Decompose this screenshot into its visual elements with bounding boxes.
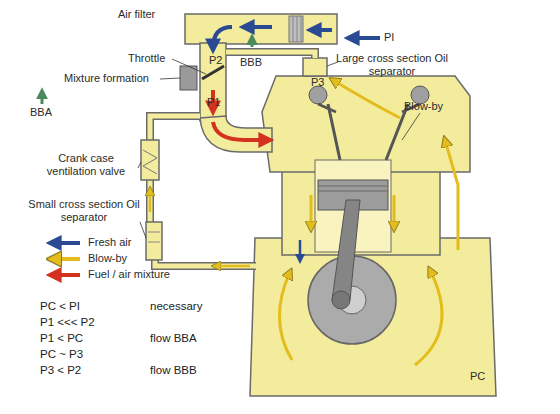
air-filter <box>301 16 302 42</box>
part-label: Blow-by <box>404 100 443 113</box>
fresh-air-arrows <box>350 36 380 40</box>
leader-lines <box>138 59 420 238</box>
small-oil-separator <box>146 222 162 260</box>
blow-by-arrows <box>150 80 458 365</box>
fresh-air-arrows <box>299 240 302 260</box>
blow-by-pipes <box>155 258 256 266</box>
part-label: Large cross section Oil separator <box>336 52 448 78</box>
pressure-condition: P1 <<< P2 <box>40 316 95 329</box>
leader-lines <box>402 113 420 140</box>
small-oil-separator <box>148 232 160 233</box>
blow-by-pipes <box>146 180 154 222</box>
air-filter <box>289 16 303 42</box>
part-label: BBA <box>30 106 52 119</box>
fresh-air-arrows <box>312 28 332 32</box>
intake-pipe <box>200 116 272 152</box>
cylinder <box>318 191 388 192</box>
throttle <box>180 66 197 90</box>
intake-pipe <box>200 43 272 152</box>
mixture-arrows <box>213 90 268 140</box>
blow-by-pipes <box>155 258 256 266</box>
engine-body <box>303 58 327 76</box>
pressure-condition: P3 < P2 <box>40 364 81 377</box>
valve-train <box>309 86 429 160</box>
legend-samples <box>52 243 80 275</box>
small-oil-separator <box>146 222 162 260</box>
ventilation-valve <box>143 150 157 174</box>
fresh-air-arrows <box>213 27 232 48</box>
flow-direction-arrows <box>251 38 254 47</box>
intake-pipe <box>200 43 226 121</box>
legend-samples <box>52 257 80 261</box>
ventilation-valve <box>141 140 159 180</box>
part-label: Mixture formation <box>64 72 149 85</box>
blow-by-pipes <box>150 116 200 140</box>
blow-by-arrows <box>149 190 152 212</box>
legend-text: Fresh air <box>88 236 131 249</box>
leader-lines <box>138 162 141 168</box>
part-label: PC <box>470 370 485 383</box>
part-label: Crank case ventilation valve <box>36 152 136 178</box>
part-label: BBB <box>240 56 262 69</box>
blow-by-pipes <box>226 52 315 58</box>
legend-text: Fuel / air mixture <box>88 268 170 281</box>
part-label: PI <box>384 31 394 44</box>
part-label: Throttle <box>128 52 165 65</box>
blow-by-arrows <box>415 270 442 365</box>
blow-by-arrows <box>393 195 396 228</box>
pressure-condition: PC ~ P3 <box>40 348 83 361</box>
blow-by-arrows <box>279 272 292 360</box>
flow-direction-arrows <box>42 38 252 104</box>
legend-samples <box>52 273 80 277</box>
throttle <box>180 66 224 90</box>
pressure-condition: flow BBB <box>150 364 197 377</box>
engine-body <box>250 238 496 396</box>
air-filter <box>293 16 294 42</box>
air-filter <box>297 16 298 42</box>
mixture-arrows <box>213 122 268 140</box>
leader-lines <box>160 78 180 79</box>
engine-body <box>250 58 496 396</box>
part-label: P3 <box>311 76 324 89</box>
flow-direction-arrows <box>41 92 44 104</box>
blow-by-pipes <box>148 180 153 222</box>
fresh-air-arrows <box>245 25 272 29</box>
air-filter <box>185 14 337 44</box>
blow-by-arrows <box>333 80 400 118</box>
legend-text: Blow-by <box>88 252 127 265</box>
part-label: P1 <box>207 96 220 109</box>
blow-by-pipes <box>226 52 315 58</box>
pressure-condition: PC < PI <box>40 300 80 313</box>
blow-by-pipes <box>150 116 200 140</box>
cylinder <box>318 186 388 187</box>
air-filter <box>185 14 337 44</box>
blow-by-arrows <box>310 195 313 228</box>
part-label: Small cross section Oil separator <box>28 198 140 224</box>
crank-mechanism <box>308 200 396 344</box>
legend-samples <box>52 241 80 245</box>
crank-mechanism <box>332 200 360 300</box>
engine-body <box>262 76 470 172</box>
pressure-condition: flow BBA <box>150 332 197 345</box>
pressure-condition: P1 < PC <box>40 332 83 345</box>
blow-by-arrows <box>215 265 250 268</box>
leader-lines <box>140 222 146 238</box>
part-label: P2 <box>209 54 222 67</box>
small-oil-separator <box>148 242 160 243</box>
crank-mechanism <box>332 291 350 309</box>
ventilation-valve <box>141 140 159 180</box>
blow-by-pipes <box>150 52 315 266</box>
part-label: Air filter <box>118 8 155 21</box>
valve-train <box>318 104 336 112</box>
throttle <box>202 66 224 79</box>
blow-by-arrows <box>445 140 458 250</box>
pressure-condition: necessary <box>150 300 202 313</box>
valve-train <box>309 86 327 104</box>
leader-lines <box>172 59 206 74</box>
